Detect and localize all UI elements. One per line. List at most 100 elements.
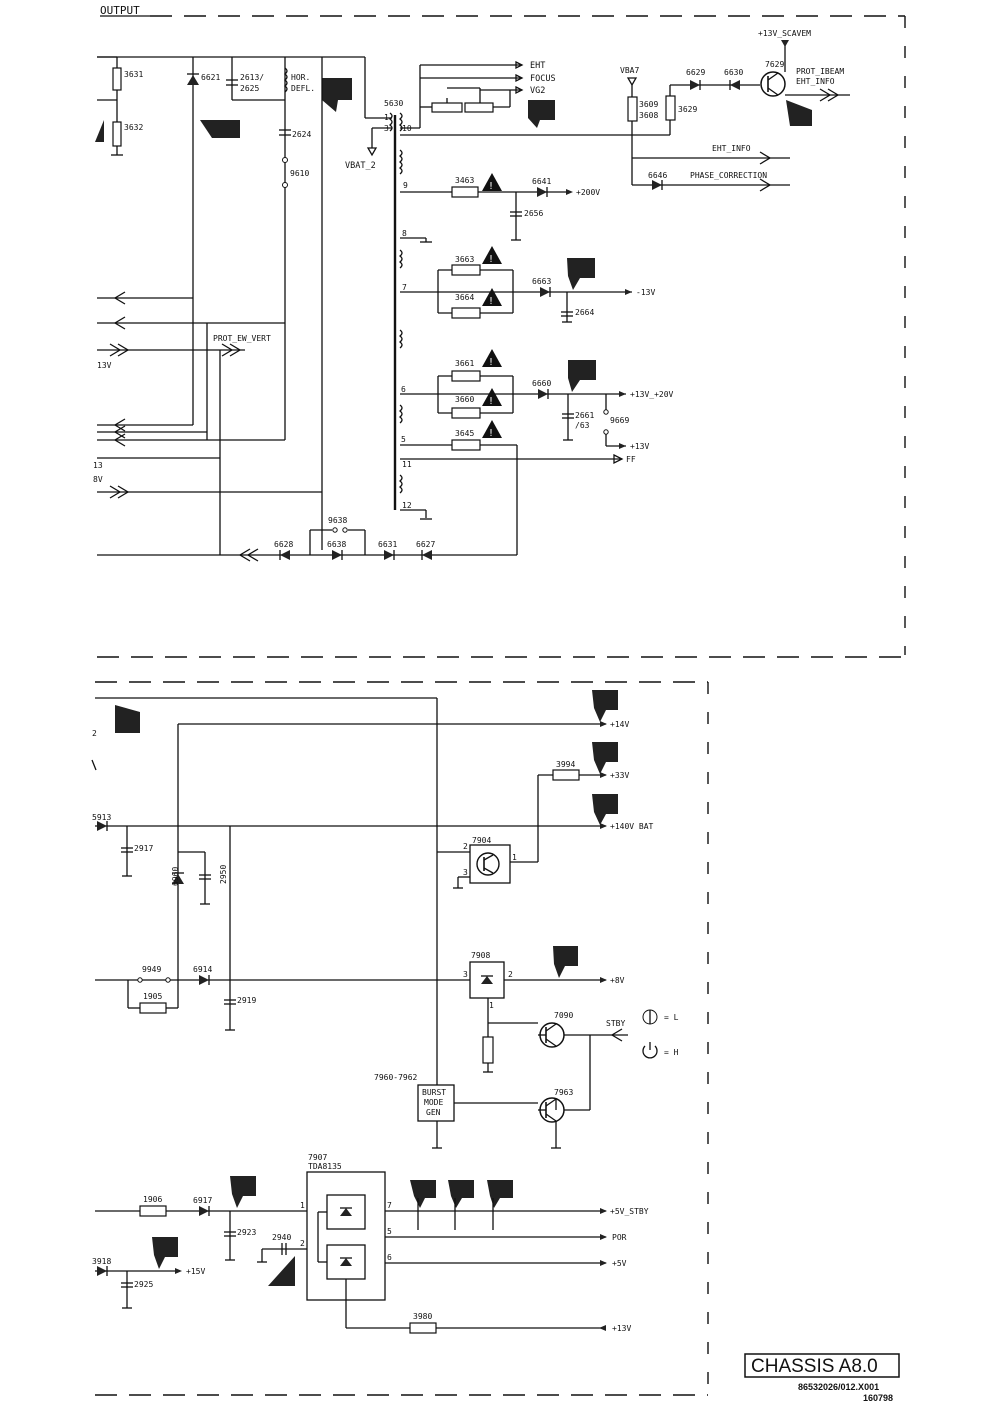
- c2923-label: 2923: [237, 1228, 256, 1237]
- svg-text:!: !: [489, 254, 493, 265]
- d6628-label: 6628: [274, 540, 293, 549]
- svg-text:!: !: [489, 296, 493, 307]
- p7908-1: 1: [489, 1001, 494, 1010]
- eq-h-label: = H: [664, 1048, 679, 1057]
- r3980-label: 3980: [413, 1312, 432, 1321]
- d6646-label: 6646: [648, 171, 667, 180]
- top-section: OUTPUT 3631 3632 6621 2613/ 2625 HOR. DE…: [93, 4, 906, 658]
- c2917-label: 2917: [134, 844, 153, 853]
- tda-label: TDA8135: [308, 1162, 342, 1171]
- c2950-label: 2950: [219, 865, 228, 884]
- pin5: 5: [401, 435, 406, 444]
- r3660-label: 3660: [455, 395, 474, 404]
- burst-label-3: GEN: [426, 1108, 441, 1117]
- focus-label: FOCUS: [530, 74, 556, 84]
- d6627-label: 6627: [416, 540, 435, 549]
- doc-number: 86532026/012.X001: [798, 1382, 879, 1392]
- p6-label: 6: [387, 1253, 392, 1262]
- hor-label: HOR.: [291, 73, 310, 82]
- ic7907-label: 7907: [308, 1153, 327, 1162]
- c2661-label: 2661: [575, 411, 594, 420]
- left-2-label: 2: [92, 729, 97, 738]
- section-title: OUTPUT: [100, 4, 140, 17]
- r3663-label: 3663: [455, 255, 474, 264]
- p2-label: 2: [300, 1239, 305, 1248]
- v33-label: +33V: [610, 771, 629, 780]
- chassis-footer: CHASSIS A8.0 86532026/012.X001 160798: [744, 1353, 900, 1403]
- c2940-label: 2940: [272, 1233, 291, 1242]
- pin6: 6: [401, 385, 406, 394]
- ff-label: FF: [626, 455, 636, 464]
- r3608-label: 3608: [639, 111, 658, 120]
- defl-label: DEFL.: [291, 84, 315, 93]
- d6960-label: 6960: [171, 867, 180, 886]
- c2925-label: 2925: [134, 1280, 153, 1289]
- pin9: 9: [403, 181, 408, 190]
- vg2-label: VG2: [530, 86, 545, 96]
- v13c-label: +13V: [612, 1324, 631, 1333]
- prot-ibeam-label: PROT_IBEAM: [796, 67, 844, 76]
- v14-label: +14V: [610, 720, 629, 729]
- d3918-label: 3918: [92, 1257, 111, 1266]
- left-13-label: 13: [93, 461, 103, 470]
- eht-info-top-label: EHT_INFO: [796, 77, 835, 86]
- f1906-label: 1906: [143, 1195, 162, 1204]
- d6630-label: 6630: [724, 68, 743, 77]
- q7960-label: 7960-7962: [374, 1073, 418, 1082]
- r3631-label: 3631: [124, 70, 143, 79]
- c2625-label: 2625: [240, 84, 259, 93]
- por-label: POR: [612, 1233, 627, 1242]
- d6631-label: 6631: [378, 540, 397, 549]
- q7629-label: 7629: [765, 60, 784, 69]
- svg-text:!: !: [489, 428, 493, 439]
- sw9610-label: 9610: [290, 169, 309, 178]
- v5stby-label: +5V_STBY: [610, 1207, 649, 1216]
- p5-label: 5: [387, 1227, 392, 1236]
- d6663-label: 6663: [532, 277, 551, 286]
- d6917-label: 6917: [193, 1196, 212, 1205]
- d6629-label: 6629: [686, 68, 705, 77]
- scavem-label: +13V_SCAVEM: [758, 29, 811, 38]
- vbat2-label: VBAT_2: [345, 161, 376, 171]
- stby-label: STBY: [606, 1019, 625, 1028]
- r3632-label: 3632: [124, 123, 143, 132]
- c2624-label: 2624: [292, 130, 311, 139]
- d5913-label: 5913: [92, 813, 111, 822]
- vm13-label: -13V: [636, 288, 655, 297]
- r3994-label: 3994: [556, 760, 575, 769]
- r3609-label: 3609: [639, 100, 658, 109]
- r3463-label: 3463: [455, 176, 474, 185]
- pin7: 7: [402, 283, 407, 292]
- d6638-label: 6638: [327, 540, 346, 549]
- v8-label: +8V: [610, 976, 625, 985]
- f1905-label: 1905: [143, 992, 162, 1001]
- v13-20-label: +13V_+20V: [630, 390, 674, 399]
- sw9638-label: 9638: [328, 516, 347, 525]
- bottom-section: 2 +14V 3994 +33V +140V BAT 5913 2917: [91, 681, 709, 1396]
- left-13v-label: 13V: [97, 361, 112, 370]
- q7090-label: 7090: [554, 1011, 573, 1020]
- pin1: 1: [384, 113, 389, 122]
- v140-label: +140V BAT: [610, 822, 654, 831]
- v13b-label: +13V: [630, 442, 649, 451]
- eht-info-label: EHT_INFO: [712, 144, 751, 153]
- eq-l-label: = L: [664, 1013, 679, 1022]
- d6641-label: 6641: [532, 177, 551, 186]
- c2656-label: 2656: [524, 209, 543, 218]
- r3645-label: 3645: [455, 429, 474, 438]
- v200-label: +200V: [576, 188, 600, 197]
- left-8v-label: 8V: [93, 475, 103, 484]
- date-code: 160798: [863, 1393, 893, 1403]
- p7908-2: 2: [508, 970, 513, 979]
- pin12: 12: [402, 501, 412, 510]
- d6914-label: 6914: [193, 965, 212, 974]
- p7904-2: 2: [463, 842, 468, 851]
- sw9949-label: 9949: [142, 965, 161, 974]
- sw9669-label: 9669: [610, 416, 629, 425]
- r3664-label: 3664: [455, 293, 474, 302]
- c2661b-label: /63: [575, 421, 590, 430]
- pin8: 8: [402, 229, 407, 238]
- c2613-label: 2613/: [240, 73, 264, 82]
- p1-label: 1: [300, 1201, 305, 1210]
- r3661-label: 3661: [455, 359, 474, 368]
